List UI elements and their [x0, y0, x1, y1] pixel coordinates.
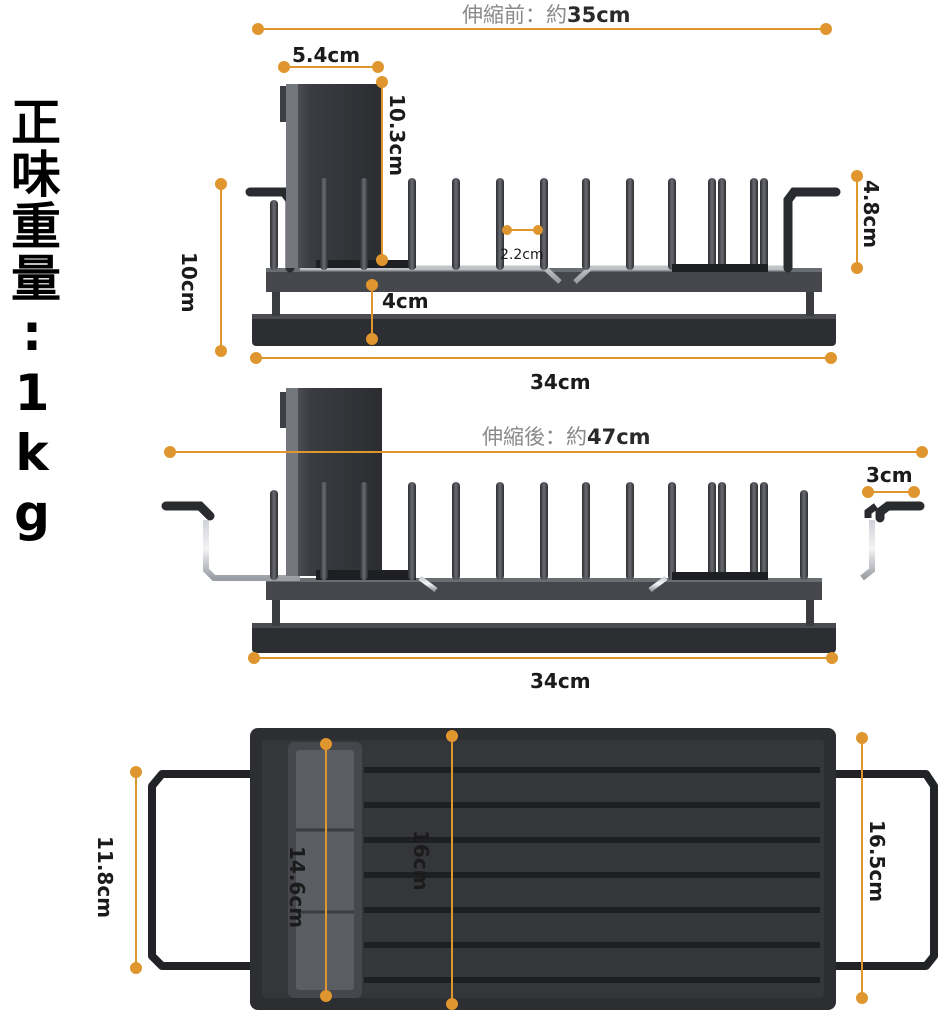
base-gap-label: 4cm: [382, 289, 429, 313]
top-down-view: [148, 728, 938, 1010]
dimension-lines-top-down: [130, 730, 868, 1010]
drip-tray: [252, 623, 836, 653]
base-length-before-label: 34cm: [530, 370, 591, 394]
dimension-lines-before: [215, 23, 863, 364]
base-length-after-label: 34cm: [530, 669, 591, 693]
inner-length-label: 16cm: [409, 830, 433, 891]
holder-height-label: 10.3cm: [385, 94, 409, 176]
side-view-after-extension: [161, 388, 925, 653]
holder-width-label: 5.4cm: [292, 43, 360, 67]
slot-gap-label: 2.2cm: [500, 247, 544, 263]
handle-width-label: 11.8cm: [93, 836, 117, 918]
dimension-lines-after: [164, 446, 928, 664]
side-height-label: 10cm: [177, 252, 201, 313]
plate-pegs: [270, 178, 768, 270]
extension-label: 3cm: [866, 463, 913, 487]
side-view-before-extension: [245, 84, 841, 346]
title-before-extension: 伸縮前：約35cm: [462, 3, 631, 27]
tray-width-label: 16.5cm: [865, 820, 889, 902]
holder-length-label: 14.6cm: [285, 846, 309, 928]
drip-tray: [252, 314, 836, 346]
plate-pegs: [270, 482, 808, 580]
rack-frame: [266, 578, 822, 600]
end-height-label: 4.8cm: [859, 180, 883, 248]
title-after-extension: 伸縮後：約47cm: [482, 425, 651, 449]
net-weight-label: 正味重量:1kg: [3, 96, 61, 544]
plate-rods: [403, 738, 771, 1000]
